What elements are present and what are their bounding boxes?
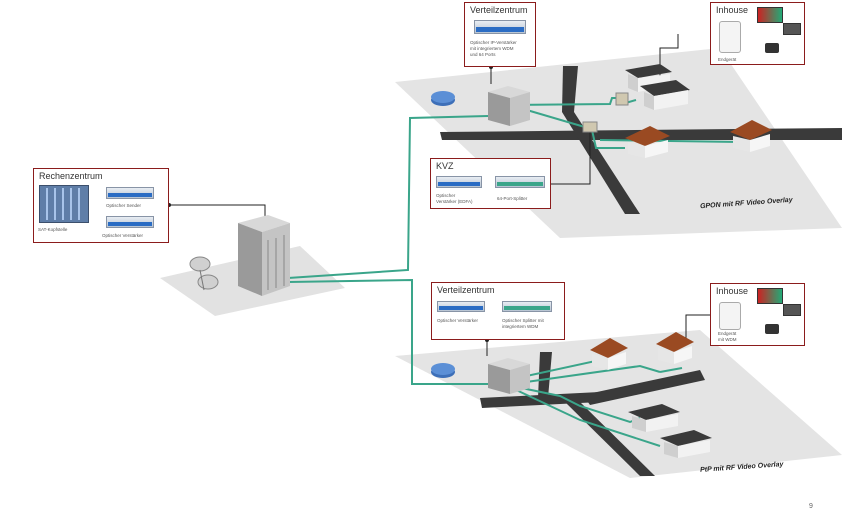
optical-amplifier-caption: Optischer Verstärker: [102, 233, 144, 238]
ptp-road-vertical: [538, 352, 552, 398]
gpon-street-cabinet-2: [615, 92, 629, 106]
gpon-ground: [395, 48, 842, 238]
gpon-inhouse-box: Inhouse Endgerät: [710, 2, 805, 65]
satellite-dish-icon: [189, 256, 219, 291]
gpon-inhouse-caption: Endgerät: [718, 57, 737, 62]
laptop-icon: [783, 23, 801, 35]
splitter-image: [495, 176, 545, 188]
laptop-icon: [783, 304, 801, 316]
ptp-splitter-caption-2: integriertem WDM: [502, 324, 539, 329]
ptp-house: [628, 404, 680, 432]
ptp-road-horizontal: [480, 392, 600, 408]
gpon-inhouse-title: Inhouse: [716, 5, 749, 15]
ptp-inhouse-caption-1: Endgerät: [718, 331, 737, 336]
ptp-distribution-box: Verteilzentrum Optischer Verstärker Opti…: [431, 282, 565, 340]
ptp-distribution-title: Verteilzentrum: [437, 285, 495, 295]
ptp-amp-caption: Optischer Verstärker: [437, 318, 479, 323]
kvz-title: KVZ: [436, 161, 454, 171]
sat-headend-caption: SAT-Kopfstelle: [38, 227, 68, 232]
datacenter-building: [238, 215, 290, 296]
page-number: 9: [809, 503, 813, 510]
gpon-distribution-building: [488, 86, 530, 126]
gpon-house: [625, 126, 670, 158]
ptp-amplifier-image: [437, 301, 485, 312]
gpon-router-icon: [431, 91, 455, 106]
ptp-house: [590, 338, 628, 370]
ptp-house: [660, 430, 712, 458]
ptp-router-icon: [431, 363, 455, 378]
ont-device-image: [719, 21, 741, 53]
ptp-inhouse-title: Inhouse: [716, 286, 749, 296]
kvz-box: KVZ Optischer Verstärker (EDFA) 64-Port-…: [430, 158, 551, 209]
optical-amplifier-image: [106, 216, 154, 228]
gpon-amp-caption-3: und 64 Ports: [470, 52, 496, 57]
gpon-distribution-box: Verteilzentrum Optischer IP-Verstärker m…: [464, 2, 536, 67]
edfa-caption-2: Verstärker (EDFA): [436, 199, 473, 204]
optical-sender-image: [106, 187, 154, 199]
ptp-distribution-building: [488, 358, 530, 394]
fiber-lines: [287, 97, 741, 447]
edfa-caption-1: Optischer: [436, 193, 456, 198]
gpon-house: [640, 80, 690, 110]
ptp-road-diagonal: [565, 402, 655, 476]
gpon-road-vertical: [562, 66, 578, 112]
optical-sender-caption: Optischer Sender: [106, 203, 142, 208]
splitter-caption: 64-Port-Splitter: [497, 196, 528, 201]
ptp-splitter-caption-1: Optischer Splitter mit: [502, 318, 544, 323]
datacenter-title: Rechenzentrum: [39, 171, 103, 181]
gpon-road-diagonal: [562, 112, 640, 214]
gpon-distribution-title: Verteilzentrum: [470, 5, 528, 15]
ptp-house: [656, 332, 694, 364]
gpon-amplifier-image: [474, 20, 526, 34]
sat-headend-image: [39, 185, 89, 223]
gpon-amp-caption-2: mit integriertem WDM: [470, 46, 514, 51]
phone-icon: [765, 43, 779, 53]
gpon-street-cabinet: [582, 121, 598, 133]
ptp-inhouse-caption-2: mit WDM: [718, 337, 737, 342]
tv-icon: [757, 288, 783, 304]
gpon-house: [730, 120, 772, 152]
edfa-image: [436, 176, 482, 188]
ptp-splitter-image: [502, 301, 552, 312]
ont-wdm-device-image: [719, 302, 741, 330]
ptp-road-lower: [583, 370, 705, 405]
ptp-inhouse-box: Inhouse Endgerät mit WDM: [710, 283, 805, 346]
gpon-amp-caption-1: Optischer IP-Verstärker: [470, 40, 517, 45]
tv-icon: [757, 7, 783, 23]
datacenter-box: Rechenzentrum SAT-Kopfstelle Optischer S…: [33, 168, 169, 243]
phone-icon: [765, 324, 779, 334]
